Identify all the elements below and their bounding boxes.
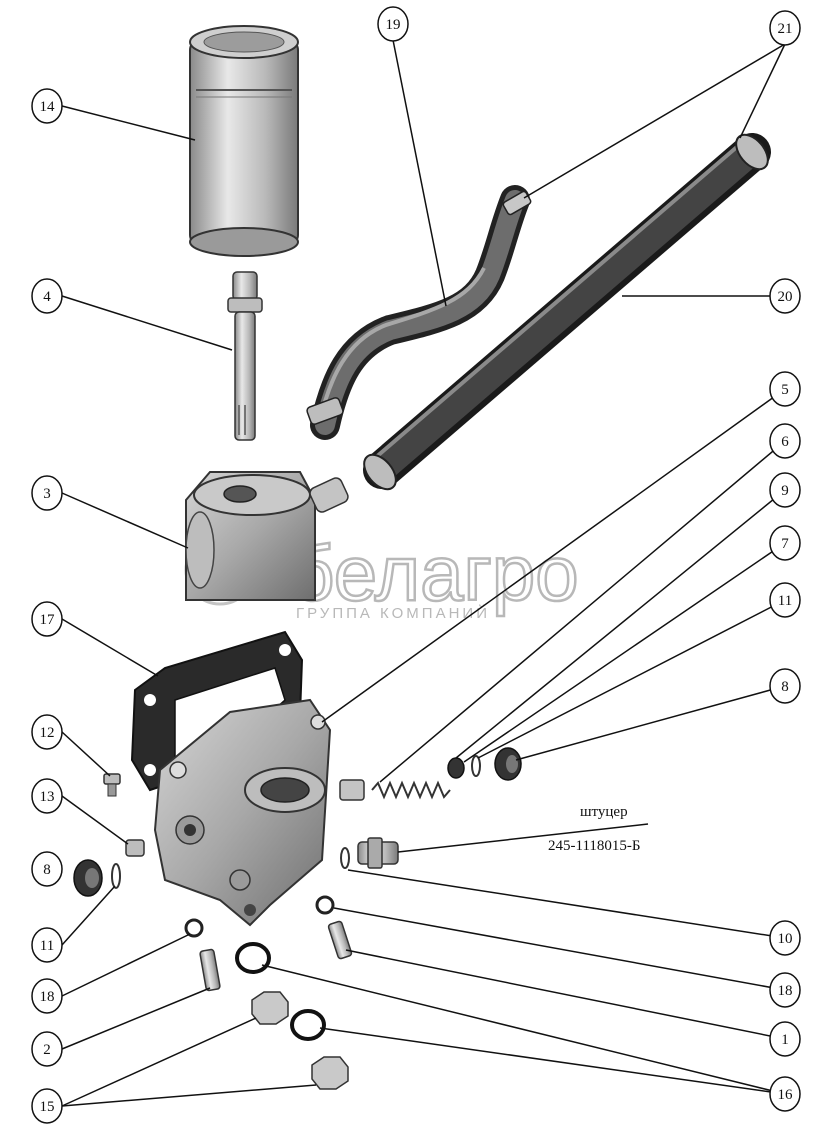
watermark-tagline: ГРУППА КОМПАНИЙ	[296, 604, 490, 622]
part-valve-8-right	[494, 747, 522, 781]
part-ball-9	[447, 757, 465, 779]
part-spring-6	[371, 780, 451, 800]
part-oring-18-left	[184, 918, 204, 938]
part-oil-filter	[189, 25, 299, 257]
part-plug-15-lower	[311, 1056, 349, 1090]
part-bolt-1	[327, 920, 353, 960]
part-oil-cooler	[185, 471, 349, 601]
part-ring-11-right	[471, 755, 481, 777]
part-oring-16-lower	[290, 1009, 326, 1041]
svg-text:10: 10	[778, 931, 793, 947]
part-straight-hose	[363, 133, 771, 491]
callout-13: 13	[31, 778, 63, 814]
svg-text:4: 4	[43, 289, 51, 305]
part-bush-5	[339, 779, 365, 801]
watermark-brand: белагро	[290, 529, 579, 617]
svg-text:18: 18	[40, 989, 55, 1005]
fitting-note: штуцер 245-1118015-Б	[548, 804, 641, 854]
callout-11-left: 11	[31, 927, 63, 963]
part-filter-tube	[227, 271, 263, 441]
svg-text:8: 8	[781, 679, 789, 695]
callout-5: 5	[769, 371, 801, 407]
part-filter-housing	[153, 698, 332, 927]
callout-9: 9	[769, 472, 801, 508]
callout-11-right: 11	[769, 582, 801, 618]
callout-15: 15	[31, 1088, 63, 1124]
part-plug-13	[125, 839, 145, 857]
leader-lines	[61, 39, 786, 1107]
svg-text:15: 15	[40, 1099, 55, 1115]
part-valve-8-left	[73, 859, 103, 897]
callout-16: 16	[769, 1076, 801, 1112]
callout-3: 3	[31, 475, 63, 511]
watermark: белагро ГРУППА КОМПАНИЙ	[184, 528, 580, 622]
svg-text:8: 8	[43, 862, 51, 878]
svg-text:21: 21	[778, 21, 793, 37]
fitting-note-part-number: 245-1118015-Б	[548, 838, 641, 854]
svg-text:18: 18	[778, 983, 793, 999]
svg-text:20: 20	[778, 289, 793, 305]
callout-17: 17	[31, 601, 63, 637]
svg-text:2: 2	[43, 1042, 51, 1058]
callout-1: 1	[769, 1021, 801, 1057]
callout-19: 19	[377, 6, 409, 42]
svg-text:6: 6	[781, 434, 789, 450]
callout-4: 4	[31, 278, 63, 314]
callout-6: 6	[769, 423, 801, 459]
part-bolt-2	[199, 948, 221, 992]
fitting-note-label: штуцер	[580, 804, 628, 820]
svg-text:5: 5	[781, 382, 789, 398]
svg-text:13: 13	[40, 789, 55, 805]
part-oring-16-upper	[235, 942, 271, 974]
svg-text:11: 11	[778, 593, 792, 609]
callout-10: 10	[769, 920, 801, 956]
svg-text:3: 3	[43, 486, 51, 502]
callout-18-left: 18	[31, 978, 63, 1014]
svg-text:9: 9	[781, 483, 789, 499]
svg-text:11: 11	[40, 938, 54, 954]
callout-21: 21	[769, 10, 801, 46]
callout-14: 14	[31, 88, 63, 124]
svg-text:7: 7	[781, 536, 789, 552]
part-screw-12	[103, 773, 121, 797]
callout-12: 12	[31, 714, 63, 750]
svg-text:12: 12	[40, 725, 55, 741]
callout-7: 7	[769, 525, 801, 561]
part-washer-10	[340, 847, 350, 869]
svg-text:16: 16	[778, 1087, 794, 1103]
part-oring-18-right	[315, 895, 335, 915]
part-fitting	[357, 837, 399, 869]
callout-bubbles: 14 4 3 17 12 13 8 11	[31, 6, 801, 1124]
svg-text:14: 14	[40, 99, 56, 115]
callout-20: 20	[769, 278, 801, 314]
svg-text:17: 17	[40, 612, 56, 628]
callout-18-right: 18	[769, 972, 801, 1008]
part-plug-15-upper	[251, 991, 289, 1025]
callout-8-right: 8	[769, 668, 801, 704]
callout-8-left: 8	[31, 851, 63, 887]
callout-2: 2	[31, 1031, 63, 1067]
part-ring-11-left	[111, 863, 121, 889]
svg-text:1: 1	[781, 1032, 789, 1048]
svg-text:19: 19	[386, 17, 401, 33]
